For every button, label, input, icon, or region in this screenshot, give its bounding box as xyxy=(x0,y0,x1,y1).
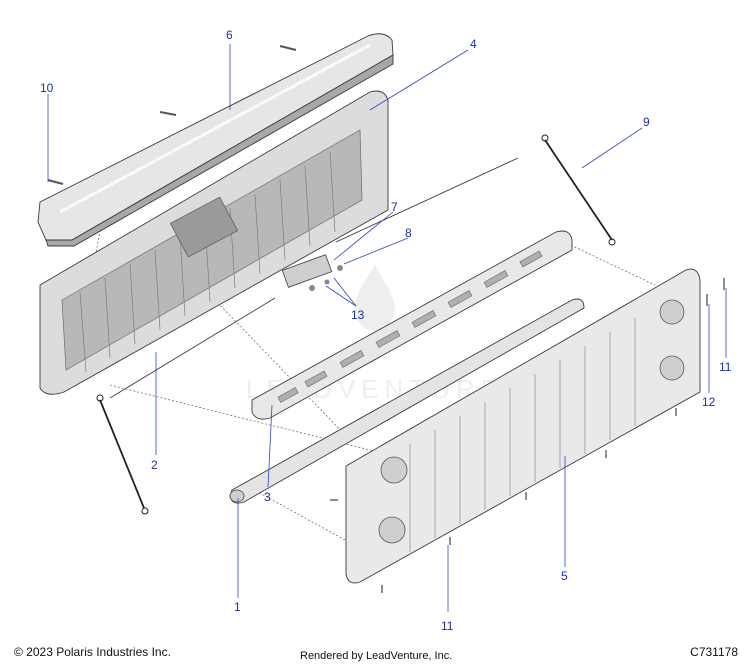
fasteners xyxy=(330,278,725,593)
callout-5: 5 xyxy=(561,569,568,583)
cables xyxy=(96,134,616,515)
callout-6: 6 xyxy=(226,28,233,42)
outer-panel-part xyxy=(345,268,701,584)
callout-12: 12 xyxy=(702,395,716,409)
callout-4: 4 xyxy=(470,37,477,51)
rail-part xyxy=(251,230,573,420)
latch-part xyxy=(281,254,343,291)
callout-11-bottom: 11 xyxy=(441,619,454,633)
cap-bolts xyxy=(47,45,297,185)
tube-part xyxy=(229,298,585,504)
callout-7: 7 xyxy=(391,200,398,214)
callout-11-right: 11 xyxy=(719,360,732,374)
callout-1: 1 xyxy=(234,600,241,614)
top-cap-part xyxy=(37,33,394,247)
diagram-code: C731178 xyxy=(690,645,738,659)
leader-lines xyxy=(47,44,727,612)
callouts: 6 4 10 9 7 8 13 11 12 2 3 5 1 11 xyxy=(40,28,732,633)
rods xyxy=(109,157,519,399)
callout-10: 10 xyxy=(40,81,54,95)
callout-8: 8 xyxy=(405,226,412,240)
callout-13: 13 xyxy=(351,308,365,322)
callout-9: 9 xyxy=(643,115,650,129)
callout-2: 2 xyxy=(151,458,158,472)
inner-panel-part xyxy=(39,90,389,395)
copyright-text: © 2023 Polaris Industries Inc. xyxy=(14,645,171,659)
callout-3: 3 xyxy=(264,490,271,504)
rendered-by-text: Rendered by LeadVenture, Inc. xyxy=(300,650,453,662)
